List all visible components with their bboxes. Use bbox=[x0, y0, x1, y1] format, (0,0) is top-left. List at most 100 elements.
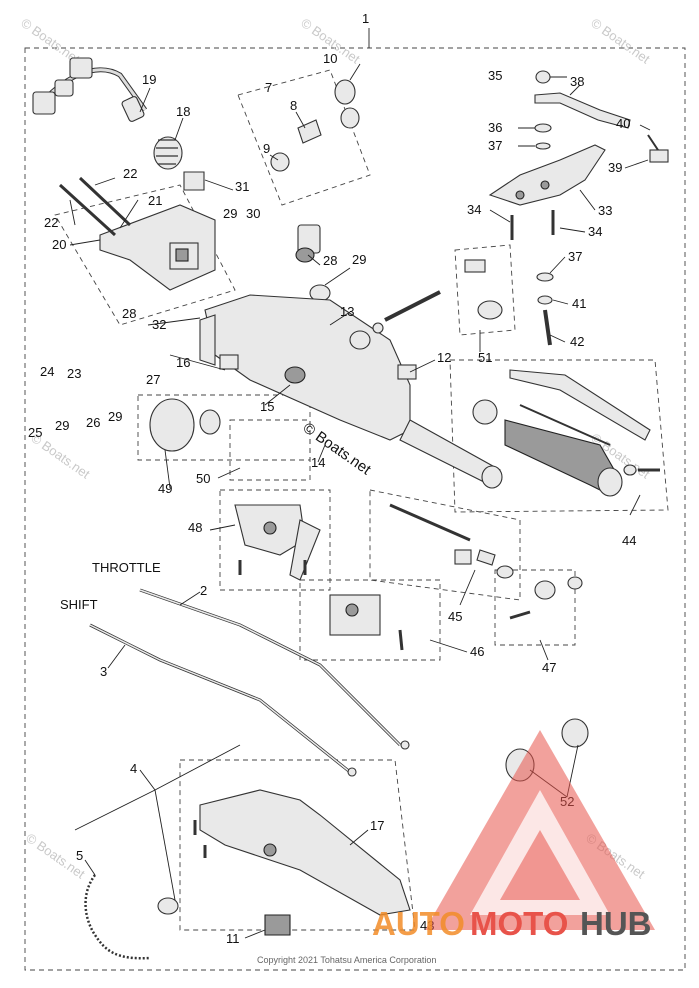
logo-text-auto: AUTO bbox=[372, 905, 465, 942]
shift-label: SHIFT bbox=[60, 597, 98, 612]
bushing bbox=[349, 330, 371, 350]
group-box-48 bbox=[219, 489, 331, 591]
callout: 50 bbox=[196, 471, 210, 486]
callout: 34 bbox=[588, 224, 602, 239]
washer-41 bbox=[537, 295, 553, 305]
shift-cable-3 bbox=[89, 623, 357, 777]
callout: 28 bbox=[323, 253, 337, 268]
callout: 17 bbox=[370, 818, 384, 833]
switch-parts-7 bbox=[270, 79, 360, 172]
callout: 12 bbox=[437, 350, 451, 365]
throttle-label: THROTTLE bbox=[92, 560, 161, 575]
callout: 29 bbox=[108, 409, 122, 424]
callout: 39 bbox=[608, 160, 622, 175]
washer-37 bbox=[535, 142, 551, 150]
callout: 15 bbox=[260, 399, 274, 414]
switch-11 bbox=[264, 914, 291, 936]
callout: 27 bbox=[146, 372, 160, 387]
group-box-17 bbox=[179, 759, 416, 931]
copyright-text: Copyright 2021 Tohatsu America Corporati… bbox=[257, 955, 436, 965]
callout: 38 bbox=[570, 74, 584, 89]
callout: 2 bbox=[200, 583, 207, 598]
assembly-border bbox=[24, 47, 686, 971]
plate-38 bbox=[534, 92, 631, 129]
callout: 13 bbox=[340, 304, 354, 319]
washer-37b bbox=[536, 272, 554, 282]
lower-cover-17 bbox=[193, 789, 411, 916]
callout: 4 bbox=[130, 761, 137, 776]
callout: 30 bbox=[246, 206, 260, 221]
callout: 9 bbox=[263, 141, 270, 156]
group-box-44 bbox=[449, 359, 669, 513]
callout: 28 bbox=[122, 306, 136, 321]
callout: 20 bbox=[52, 237, 66, 252]
group-box-20 bbox=[54, 184, 236, 326]
callout: 21 bbox=[148, 193, 162, 208]
callout: 22 bbox=[123, 166, 137, 181]
callout: 16 bbox=[176, 355, 190, 370]
key-switch-28 bbox=[295, 224, 321, 263]
callout: 29 bbox=[223, 206, 237, 221]
callout: 29 bbox=[352, 252, 366, 267]
bolt bbox=[384, 290, 441, 322]
callout: 22 bbox=[44, 215, 58, 230]
handle-49 bbox=[149, 398, 221, 452]
callout: 7 bbox=[265, 80, 272, 95]
shift-linkage-45 bbox=[389, 503, 514, 579]
callout: 25 bbox=[28, 425, 42, 440]
logo-text-hub: HUB bbox=[580, 905, 652, 942]
clip-31 bbox=[183, 171, 205, 191]
group-box-50 bbox=[229, 419, 311, 481]
bolt-42 bbox=[543, 309, 552, 346]
group-box-7 bbox=[237, 69, 371, 206]
callout: 19 bbox=[142, 72, 156, 87]
logo-text-moto: MOTO bbox=[470, 905, 568, 942]
bracket-46 bbox=[329, 594, 404, 651]
automotohub-logo: AUTO MOTO HUB bbox=[372, 730, 655, 942]
callout: 33 bbox=[598, 203, 612, 218]
group-box-51 bbox=[454, 244, 516, 336]
callout: 37 bbox=[568, 249, 582, 264]
callout: 36 bbox=[488, 120, 502, 135]
watermark: © Boats.net bbox=[588, 15, 653, 67]
callout: 29 bbox=[55, 418, 69, 433]
callout: 8 bbox=[290, 98, 297, 113]
group-box-45 bbox=[369, 489, 521, 601]
throttle-cable-2 bbox=[139, 588, 410, 750]
wire-harness-19 bbox=[32, 57, 148, 122]
callout: 24 bbox=[40, 364, 54, 379]
lever-48 bbox=[234, 504, 321, 581]
callout: 18 bbox=[176, 104, 190, 119]
neutral-switch-51 bbox=[464, 259, 503, 320]
callout: 37 bbox=[488, 138, 502, 153]
clamp-47 bbox=[509, 576, 583, 620]
callout: 47 bbox=[542, 660, 556, 675]
callout: 5 bbox=[76, 848, 83, 863]
rubber-boot-18 bbox=[153, 136, 183, 170]
callout: 51 bbox=[478, 350, 492, 365]
group-box-46 bbox=[299, 579, 441, 661]
callout: 35 bbox=[488, 68, 502, 83]
callout: 26 bbox=[86, 415, 100, 430]
grip-44 bbox=[472, 369, 660, 497]
callout: 10 bbox=[323, 51, 337, 66]
callout: 40 bbox=[616, 116, 630, 131]
callout: 44 bbox=[622, 533, 636, 548]
leader-lines bbox=[69, 63, 651, 939]
callout: 3 bbox=[100, 664, 107, 679]
arm-33 bbox=[488, 144, 606, 206]
callout: 45 bbox=[448, 609, 462, 624]
callout: 42 bbox=[570, 334, 584, 349]
callout: 46 bbox=[470, 644, 484, 659]
callout: 48 bbox=[188, 520, 202, 535]
nut-35 bbox=[535, 70, 551, 84]
callout: 1 bbox=[362, 11, 369, 26]
callout: 11 bbox=[226, 931, 240, 946]
callout: 32 bbox=[152, 317, 166, 332]
callout: 23 bbox=[67, 366, 81, 381]
lanyard-5 bbox=[84, 874, 179, 960]
callout: 34 bbox=[467, 202, 481, 217]
callout: 41 bbox=[572, 296, 586, 311]
